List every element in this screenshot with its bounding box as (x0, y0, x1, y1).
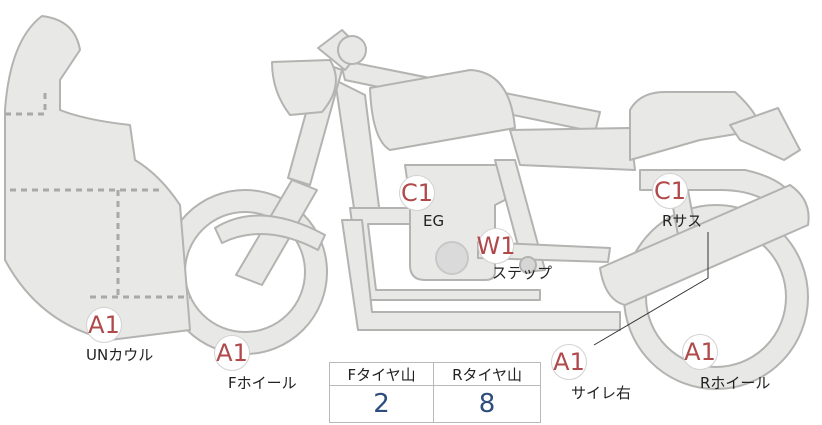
silencer (599, 184, 810, 306)
silencer-marker[interactable]: A1 (551, 344, 587, 380)
engine-marker[interactable]: C1 (399, 175, 435, 211)
headlight (271, 59, 337, 116)
fuel-tank (369, 69, 516, 151)
front-wheel-marker[interactable]: A1 (214, 335, 250, 371)
engine-cover (435, 241, 469, 275)
cowl-marker[interactable]: A1 (86, 307, 122, 343)
cowl-label: UNカウル (86, 346, 154, 364)
cowl-divider-top (5, 93, 47, 116)
rear-tire-tread-value[interactable]: 8 (433, 385, 541, 423)
tail-lamp (729, 107, 801, 161)
rear-tire-tread-header: Rタイヤ山 (433, 362, 541, 386)
steering-head (337, 35, 367, 65)
tire-tread-header-row: Fタイヤ山 Rタイヤ山 (328, 362, 541, 386)
front-wheel (162, 189, 328, 355)
rear-suspension-label: Rサス (662, 212, 703, 230)
under-cowl (4, 15, 191, 341)
front-tire-tread-value[interactable]: 2 (328, 385, 435, 423)
tire-tread-value-row: 2 8 (328, 385, 541, 423)
seat (509, 127, 636, 171)
front-tire-tread-header: Fタイヤ山 (328, 362, 435, 386)
step-label: ステップ (492, 264, 553, 282)
rear-wheel-label: Rホイール (700, 374, 771, 392)
front-fender (214, 214, 326, 251)
silencer-label: サイレ右 (571, 384, 632, 402)
silencer-leader-line (593, 232, 709, 346)
step-bolt (519, 256, 537, 274)
rear-wheel-marker[interactable]: A1 (682, 334, 718, 370)
engine-label: EG (423, 212, 445, 230)
exhaust-pipe-lower (341, 219, 621, 331)
tire-tread-table: Fタイヤ山 Rタイヤ山 2 8 (328, 362, 541, 423)
step-marker[interactable]: W1 (477, 228, 516, 264)
rear-suspension-marker[interactable]: C1 (652, 173, 688, 209)
front-wheel-label: Fホイール (228, 374, 297, 392)
